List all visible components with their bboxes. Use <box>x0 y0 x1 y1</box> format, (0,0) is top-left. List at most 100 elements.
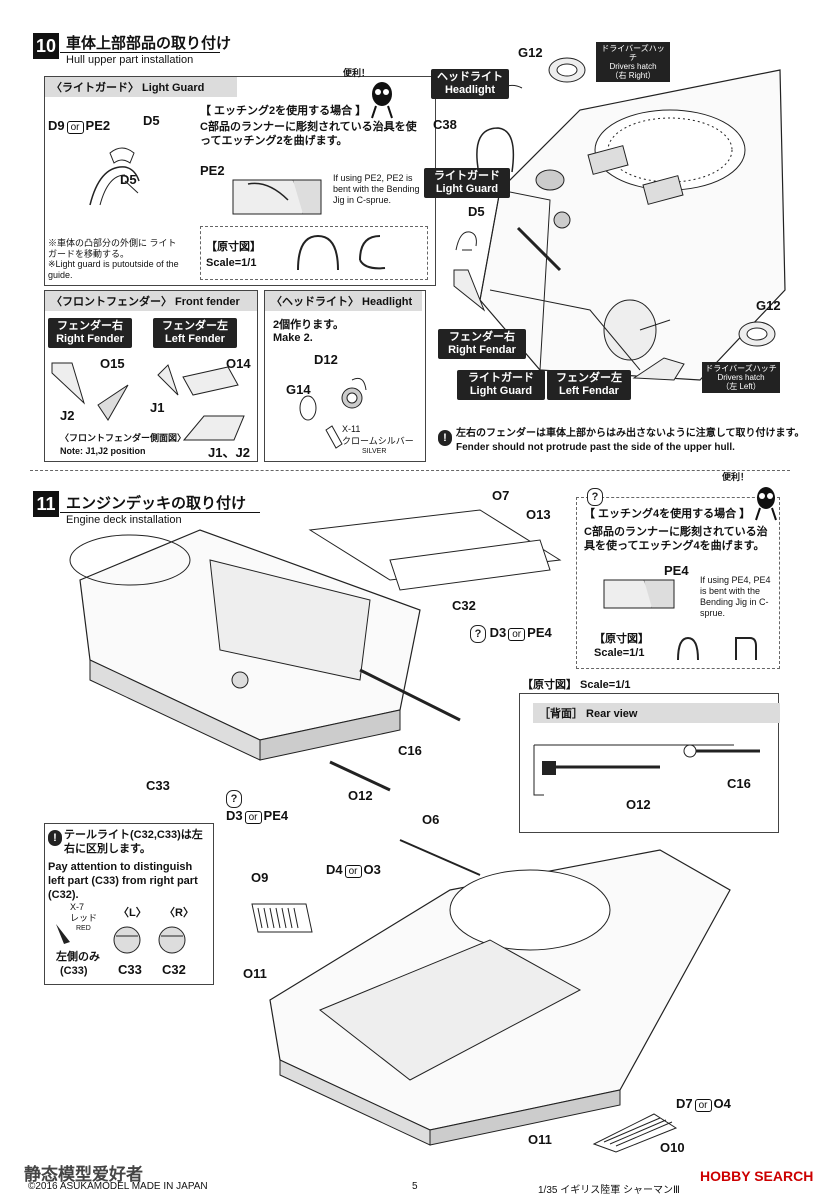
step-11-title: エンジンデッキの取り付け <box>66 495 247 512</box>
tail-light-jp: テールライト(C32,C33)は左右に区別します。 <box>64 829 203 855</box>
tail-light-en: Pay attention to distinguish left part (… <box>48 861 198 901</box>
left-only-part: (C33) <box>60 965 88 977</box>
part-o12: O12 <box>348 788 373 803</box>
right-fender-en: Right Fender <box>56 333 124 345</box>
or-badge: or <box>66 121 84 134</box>
part-g12-bottom: G12 <box>756 298 781 313</box>
headlight-tag-jp: ヘッドライト <box>437 71 503 83</box>
left-fender-tag: フェンダー左 Left Fender <box>153 318 237 348</box>
part-o6: O6 <box>422 812 440 827</box>
part-d9: D9 <box>48 118 65 133</box>
lightguard2-tag: ライトガード Light Guard <box>457 370 545 400</box>
or-badge-2: or <box>508 628 526 641</box>
part-g12-top: G12 <box>518 45 543 60</box>
mascot-icon <box>371 82 393 119</box>
headlight-make-jp: 2個作ります。 <box>273 319 345 331</box>
part-o9: O9 <box>251 870 269 885</box>
part-o4: O4 <box>713 1096 731 1111</box>
hatch-left-en: Drivers hatch <box>717 373 765 382</box>
etch4-note-en: If using PE4, PE4 is bent with the Bendi… <box>700 575 771 618</box>
pe4-scale: Scale=1/1 <box>594 647 645 659</box>
etch4-title: 【 エッチング4を使用する場合 】 <box>584 508 751 520</box>
light-guard-header: 〈ライトガード〉 Light Guard <box>45 77 237 97</box>
hatch-left-jp: ドライバーズハッチ <box>705 364 777 373</box>
hatch-right-side: （右 Right） <box>610 71 656 80</box>
step-11-rule <box>60 512 260 513</box>
headlight-header: 〈ヘッドライト〉 Headlight <box>265 291 422 311</box>
rear-view-box <box>519 693 779 833</box>
part-j1-j2: J1、J2 <box>208 445 250 460</box>
grille-o9-drawing <box>251 903 313 933</box>
rear-hull-drawing <box>269 839 731 1146</box>
part-j2: J2 <box>60 408 75 423</box>
handy-bubble: 便利！ <box>343 68 371 78</box>
part-o14: O14 <box>226 356 251 371</box>
step-10-number: 10 <box>33 33 59 59</box>
step-divider <box>30 470 790 471</box>
part-o11-upper: O11 <box>243 966 267 981</box>
lightguard-tag-en: Light Guard <box>435 183 499 195</box>
grille-o10-drawing <box>592 1113 678 1153</box>
part-d3: D3 <box>489 625 507 640</box>
headlight-make-en: Make 2. <box>273 332 313 344</box>
rear-view-drawing <box>533 744 760 796</box>
watermark-right: HOBBY SEARCH <box>700 1168 814 1184</box>
page-number: 5 <box>412 1181 418 1192</box>
part-o3: O3 <box>363 862 381 877</box>
footer-copyright: ©2016 ASUKAMODEL MADE IN JAPAN <box>28 1181 208 1192</box>
light-guard-drawing <box>89 147 140 206</box>
part-pe4-2: PE4 <box>263 808 289 823</box>
headlight-panel <box>264 290 426 462</box>
footer-product: 1/35 イギリス陸軍 シャーマンⅢ <box>538 1185 680 1196</box>
part-d12: D12 <box>314 352 338 367</box>
warning-icon: ! <box>438 430 452 446</box>
rear-view-header: ［背面］ Rear view <box>533 703 780 723</box>
or-badge-5: or <box>694 1099 712 1112</box>
fender-left-tag-en: Left Fendar <box>559 385 619 397</box>
part-d5-label: D5 <box>143 113 160 128</box>
bending-jig-drawing-2 <box>603 579 675 609</box>
hint-icon: ? <box>587 488 603 506</box>
fender-right-tag-jp: フェンダー右 <box>449 331 515 343</box>
rear-part-c16: C16 <box>727 776 751 791</box>
front-fender-panel <box>44 290 258 462</box>
right-fender-tag: フェンダー右 Right Fender <box>48 318 132 348</box>
etch2-title: 【 エッチング2を使用する場合 】 <box>200 105 367 117</box>
step-10-subtitle: Hull upper part installation <box>66 54 194 66</box>
tail-r-label: 〈R〉 <box>164 907 194 919</box>
fender-right-drawing <box>453 269 486 312</box>
part-c32: C32 <box>452 598 476 613</box>
part-pe4: PE4 <box>527 625 552 640</box>
part-o15: O15 <box>100 356 125 371</box>
pe4-scale-title: 【原寸図】 <box>594 633 649 645</box>
front-fender-drawing <box>51 362 239 421</box>
mascot-icon-2 <box>755 487 777 521</box>
part-g14: G14 <box>286 382 311 397</box>
part-pe2: PE2 <box>85 118 111 133</box>
hatch-right-jp: ドライバーズハッチ <box>601 44 665 62</box>
part-o11-lower: O11 <box>528 1132 552 1147</box>
part-c33: C33 <box>146 778 170 793</box>
fender-side-drawing <box>182 415 245 441</box>
or-badge-4: or <box>344 865 362 878</box>
pe2-actual-size-drawing <box>297 234 386 271</box>
fender-left-tag: フェンダー左 Left Fendar <box>547 370 631 400</box>
step-11-subtitle: Engine deck installation <box>66 514 182 526</box>
etch4-box <box>576 497 780 669</box>
tail-light-drawing <box>56 924 186 954</box>
lightguard-tag-jp: ライトガード <box>434 170 500 182</box>
fender-left-tag-jp: フェンダー左 <box>556 372 622 384</box>
tail-part-c33: C33 <box>118 962 142 977</box>
part-j1: J1 <box>150 400 165 415</box>
fender-left-drawing <box>632 357 685 381</box>
lightguard2-tag-jp: ライトガード <box>468 372 534 384</box>
pe2-scale-title: 【原寸図】 <box>206 241 261 253</box>
part-d5-main: D5 <box>468 204 485 219</box>
right-fender-jp: フェンダー右 <box>57 320 123 332</box>
part-o13: O13 <box>526 507 551 522</box>
step-10-title: 車体上部部品の取り付け <box>66 35 232 52</box>
